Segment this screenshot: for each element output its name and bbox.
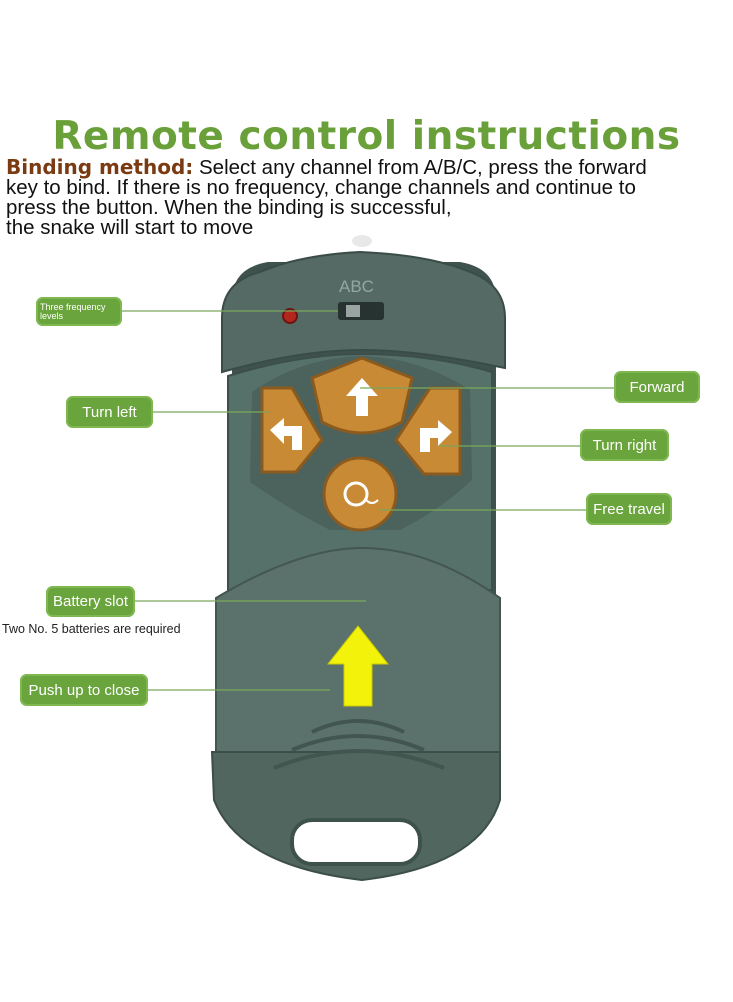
turn-right-label: Turn right	[580, 429, 669, 461]
battery-slot-label: Battery slot	[46, 586, 135, 617]
turn-left-label: Turn left	[66, 396, 153, 428]
grip-wave-2	[291, 734, 425, 752]
turn-left-arrow-icon	[270, 418, 302, 450]
channel-label: ABC	[339, 277, 374, 296]
binding-line-2: key to bind. If there is no frequency, c…	[6, 176, 636, 199]
page-title: Remote control instructions	[52, 114, 681, 159]
free-travel-label: Free travel	[586, 493, 672, 525]
forward-label: Forward	[614, 371, 700, 403]
three-frequency-label: Three frequency levels	[36, 297, 122, 326]
antenna-tip	[352, 235, 372, 247]
grip-wave-1	[311, 719, 405, 734]
binding-instructions: Binding method: Select any channel from …	[6, 157, 731, 238]
binding-line-1: Select any channel from A/B/C, press the…	[199, 156, 647, 179]
indicator-led	[282, 308, 298, 324]
battery-note: Two No. 5 batteries are required	[2, 622, 181, 636]
free-travel-icon	[343, 481, 369, 507]
remote-bottom-cap	[210, 751, 501, 882]
free-travel-button	[322, 456, 398, 532]
keyring-hole	[290, 818, 422, 866]
turn-right-arrow-icon	[420, 420, 452, 452]
binding-line-4: the snake will start to move	[6, 216, 254, 239]
channel-switch	[338, 302, 384, 320]
binding-lead: Binding method:	[6, 155, 194, 179]
channel-switch-knob	[346, 305, 360, 317]
binding-line-3: press the button. When the binding is su…	[6, 196, 452, 219]
grip-wave-3	[273, 749, 445, 770]
push-up-arrow-icon	[326, 625, 390, 707]
push-up-label: Push up to close	[20, 674, 148, 706]
button-well	[250, 356, 472, 530]
